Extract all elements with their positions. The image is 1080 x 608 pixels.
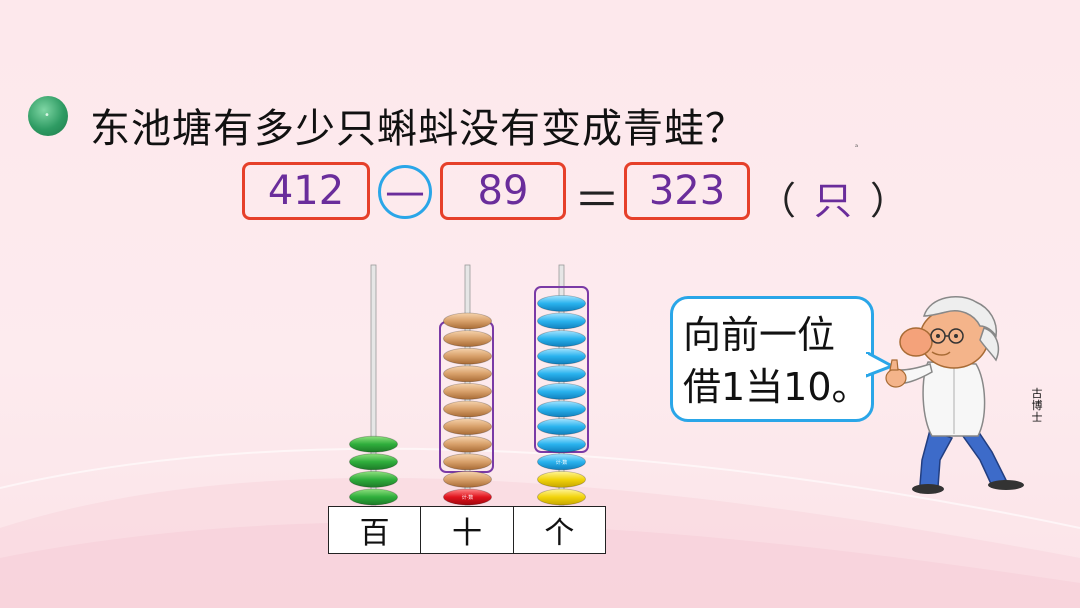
bullet-mark: • bbox=[44, 110, 50, 121]
abacus-bead-ones bbox=[537, 312, 586, 330]
abacus-bead-tens bbox=[443, 347, 492, 365]
question-text: 东池塘有多少只蝌蚪没有变成青蛙？ bbox=[90, 106, 746, 152]
abacus-beads: 计·数计·数 bbox=[349, 295, 586, 506]
tiny-mark: ₐ bbox=[855, 140, 859, 149]
speech-bubble-tail bbox=[866, 352, 896, 378]
abacus-bead-hundreds bbox=[349, 488, 398, 506]
abacus-bead-ones bbox=[537, 400, 586, 418]
abacus-bead-ones bbox=[537, 470, 586, 488]
tens-bead-text: 计·数 bbox=[462, 494, 474, 501]
abacus-bead-hundreds bbox=[349, 453, 398, 471]
abacus-bead-ones bbox=[537, 330, 586, 347]
ones-label: 个 bbox=[544, 516, 575, 551]
speech-bubble: 向前一位 借1当10。 bbox=[670, 296, 874, 422]
abacus-bead-ones bbox=[537, 453, 586, 471]
abacus-bead-hundreds bbox=[349, 470, 398, 488]
character-label: 古博士 bbox=[1031, 387, 1043, 424]
abacus-bead-tens bbox=[443, 453, 492, 471]
operator-circle: — bbox=[378, 165, 432, 219]
abacus-bead-tens bbox=[443, 435, 492, 453]
unit-value: 只 bbox=[814, 179, 853, 223]
hundreds-label: 百 bbox=[329, 507, 422, 553]
unit-close: ） bbox=[870, 179, 909, 223]
abacus-bead-tens bbox=[443, 382, 492, 400]
abacus-bead-tens bbox=[443, 312, 492, 330]
abacus-bead-tens bbox=[443, 365, 492, 383]
result-box: 323 bbox=[624, 162, 750, 220]
tens-label: 十 bbox=[421, 507, 514, 553]
abacus: 计·数计·数 bbox=[349, 264, 589, 506]
speech-line-1: 向前一位 bbox=[683, 313, 836, 357]
professor-character bbox=[885, 295, 1024, 494]
abacus-bead-ones bbox=[537, 365, 586, 383]
bullet-icon bbox=[28, 96, 68, 136]
abacus-bead-ones bbox=[537, 382, 586, 400]
subtrahend-box: 89 bbox=[440, 162, 566, 220]
abacus-bead-ones bbox=[537, 488, 586, 506]
place-value-table: 百 十 个 bbox=[328, 506, 606, 554]
abacus-bead-ones bbox=[537, 418, 586, 436]
abacus-bead-tens bbox=[443, 470, 492, 488]
abacus-bead-tens bbox=[443, 400, 492, 418]
speech-line-2: 借1当10。 bbox=[683, 365, 870, 409]
ones-bead-text: 计·数 bbox=[556, 459, 568, 466]
unit-open: （ bbox=[758, 179, 797, 223]
unit-label: （ 只 ） bbox=[758, 170, 908, 225]
equals-sign: ＝ bbox=[574, 173, 620, 227]
abacus-bead-tens bbox=[443, 330, 492, 347]
minuend-box: 412 bbox=[242, 162, 370, 220]
abacus-bead-hundreds bbox=[349, 435, 398, 453]
abacus-bead-ones bbox=[537, 347, 586, 365]
abacus-bead-ones bbox=[537, 435, 586, 453]
abacus-bead-tens bbox=[443, 418, 492, 436]
abacus-bead-tens bbox=[443, 488, 492, 506]
abacus-bead-ones bbox=[537, 295, 586, 312]
